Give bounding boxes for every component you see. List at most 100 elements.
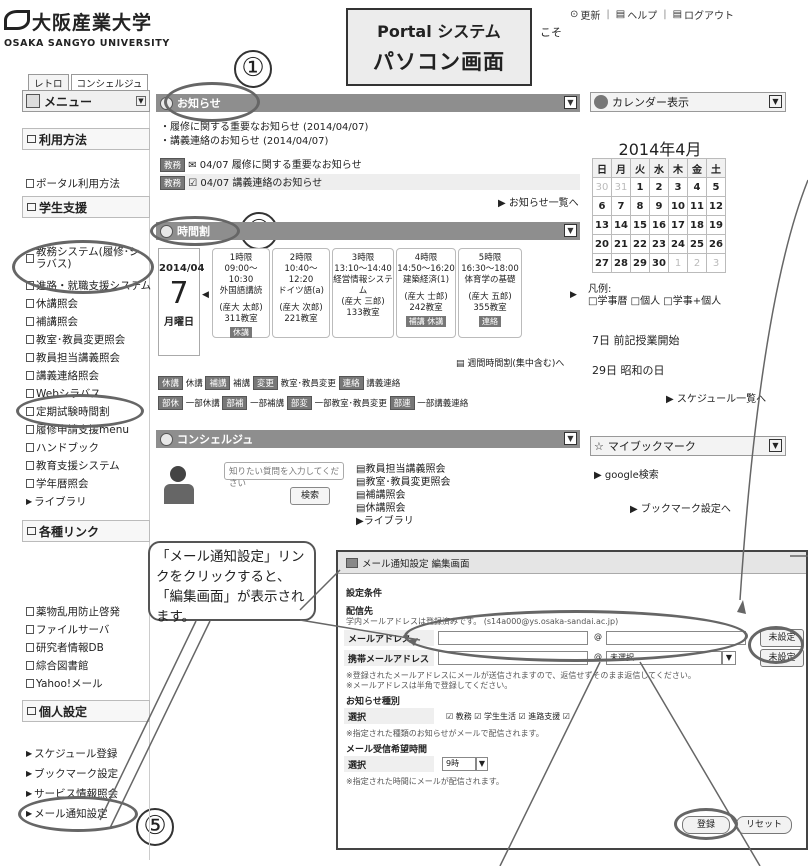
sidebar-item-schedule[interactable]: ▶スケジュール登録 [26,748,118,760]
news-line-1[interactable]: ・履修に関する重要なお知らせ (2014/04/07) [160,122,369,133]
highlight-exam [16,394,144,428]
folder-icon [27,527,36,535]
help-link[interactable]: ▤ヘルプ [615,8,658,22]
edit-kind-title: お知らせ種別 [346,697,400,707]
highlight-timetable [150,216,240,246]
logo-en: OSAKA SANGYO UNIVERSITY [4,38,170,49]
bookmark-item-google[interactable]: ▶ google検索 [594,470,659,481]
sidebar-item-teacher-lecture[interactable]: 教員担当講義照会 [26,350,120,365]
weekly-timetable-link[interactable]: ▤ 週間時間割(集中含む)へ [456,359,565,369]
chevron-down-icon[interactable]: ▼ [722,651,736,665]
logo-mark-icon [4,10,30,30]
sidebar-item-education[interactable]: 教育支援システム [26,458,120,473]
chevron-down-icon[interactable]: ▼ [769,439,782,452]
news-item-1[interactable]: 教務 ✉ 04/07 履修に関する重要なお知らせ [160,156,362,172]
sidebar-item-kyuko[interactable]: 休講照会 [26,296,78,311]
calendar-event-2[interactable]: 29日 昭和の日 [592,364,665,377]
concierge-link-1[interactable]: ▤教員担当講義照会 [356,464,446,475]
section-links[interactable]: 各種リンク [22,520,150,542]
bookmark-panel-header[interactable]: ☆ マイブックマーク ▼ [590,436,786,456]
page-icon [26,443,34,452]
timetable-legend-2: 部休 一部休講 部補 一部補講 部変 一部教室･教員変更 部連 一部講義連絡 [158,396,468,410]
concierge-search-button[interactable]: 検索 [290,487,330,505]
sidebar-item-hoko[interactable]: 補講照会 [26,314,78,329]
calendar-event-1[interactable]: 7日 前記授業開始 [592,334,680,347]
sidebar-item-researcher[interactable]: 研究者情報DB [26,640,104,655]
arrow-icon: ▶ [26,497,33,506]
highlight-mail-notify [18,796,138,832]
news-line-2[interactable]: ・講義連絡のお知らせ (2014/04/07) [160,136,329,147]
page-icon [26,389,34,398]
sidebar-item-calendar[interactable]: 学年暦照会 [26,476,89,491]
menu-header[interactable]: メニュー ▼ [22,90,150,112]
menu-icon [26,94,40,108]
time-select-label: 選択 [344,756,434,772]
logout-link[interactable]: ▤ログアウト [672,8,735,22]
window-icon [346,557,358,568]
check-mail-icon: ☑ [188,178,198,189]
chevron-down-icon[interactable]: ▼ [136,96,146,106]
calendar-panel-header[interactable]: カレンダー表示 ▼ [590,92,786,112]
chevron-down-icon[interactable]: ▼ [564,224,577,237]
chevron-down-icon[interactable]: ▼ [564,432,577,445]
mail-notify-edit-screen: メール通知設定 編集画面 設定条件 配信先 学内メールアドレスは登録済みです。 … [336,550,808,850]
concierge-link-3[interactable]: ▤補講照会 [356,490,406,501]
top-links: ⊙更新 | ▤ヘルプ | ▤ログアウト [570,8,735,22]
sidebar-item-yahoo[interactable]: Yahoo!メール [26,676,103,691]
section-student[interactable]: 学生支援 [22,196,150,218]
sidebar-item-bookmark[interactable]: ▶ブックマーク設定 [26,768,119,780]
page-icon [26,607,34,616]
chevron-down-icon[interactable]: ▼ [476,757,488,771]
page-icon [26,661,34,670]
concierge-panel-header[interactable]: コンシェルジュ ▼ [156,430,580,448]
page-icon [26,371,34,380]
calendar-legend-title: 凡例: [588,284,612,295]
schedule-list-link[interactable]: ▶ スケジュール一覧へ [666,394,767,405]
concierge-link-5[interactable]: ▶ライブラリ [356,516,414,527]
edit-dest-title: 配信先 [346,607,374,617]
highlight-mail-fields [404,610,748,662]
page-icon [26,353,34,362]
calendar-month: 2014年4月 [618,140,702,159]
instruction-balloon: 「メール通知設定」リンクをクリックすると、「編集画面」が表示されます。 [148,541,316,625]
sidebar-item-library-main[interactable]: 綜合図書館 [26,658,89,673]
calendar-legend: □学事暦 □個人 □学事+個人 [588,296,722,307]
page-icon [26,625,34,634]
section-usage[interactable]: 利用方法 [22,128,150,150]
page-icon [26,479,34,488]
sidebar-item-handbook[interactable]: ハンドブック [26,440,99,455]
page-icon [26,425,34,434]
kind-checkboxes[interactable]: ☑ 教務 ☑ 学生生活 ☑ 進路支援 ☑ [446,712,570,721]
chevron-down-icon[interactable]: ▼ [564,96,577,109]
concierge-link-4[interactable]: ▤休講照会 [356,503,406,514]
next-day-icon[interactable]: ▶ [570,290,577,300]
page-icon [26,335,34,344]
chevron-down-icon[interactable]: ▼ [769,95,782,108]
kind-select-label: 選択 [344,708,434,724]
sidebar-item-portal-usage[interactable]: ポータル利用方法 [26,176,120,191]
page-icon [26,179,34,188]
sidebar-item-lecture-contact[interactable]: 講義連絡照会 [26,368,99,383]
prev-day-icon[interactable]: ◀ [202,290,209,300]
section-personal[interactable]: 個人設定 [22,700,150,722]
page-icon [26,317,34,326]
news-more-link[interactable]: ▶ お知らせ一覧へ [498,198,579,209]
info-icon [594,95,608,109]
concierge-link-2[interactable]: ▤教室･教員変更照会 [356,477,451,488]
sidebar-item-fileserver[interactable]: ファイルサーバ [26,622,109,637]
refresh-link[interactable]: ⊙更新 [570,8,601,22]
bookmark-settings-link[interactable]: ▶ ブックマーク設定へ [630,504,731,515]
hour-select[interactable]: 9時 [442,757,476,771]
concierge-search-input[interactable]: 知りたい質問を入力してください [224,462,344,489]
news-item-2[interactable]: 教務 ☑ 04/07 講義連絡のお知らせ [160,174,580,190]
view-tabs: レトロ コンシェルジュ [28,74,149,92]
sidebar-item-room-change[interactable]: 教室･教員変更照会 [26,332,125,347]
sidebar-item-library[interactable]: ▶ライブラリ [26,496,87,508]
page-icon [26,299,34,308]
sidebar-item-drug[interactable]: 薬物乱用防止啓発 [26,604,120,619]
